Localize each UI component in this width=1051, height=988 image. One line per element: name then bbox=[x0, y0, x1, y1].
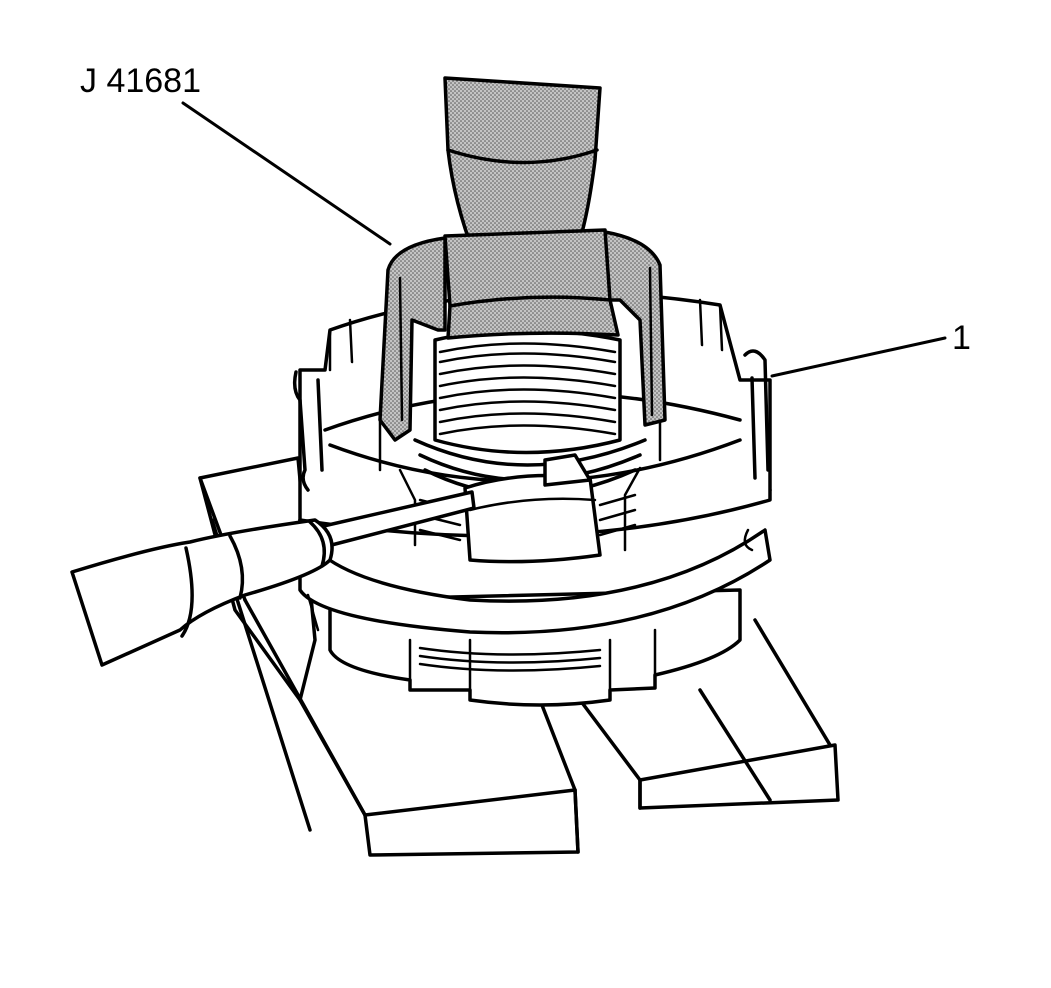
screwdriver bbox=[70, 490, 476, 667]
tool-callout-label: J 41681 bbox=[80, 62, 201, 100]
j41681-tool bbox=[378, 76, 667, 442]
retainer-tab bbox=[463, 453, 602, 564]
tool-leader-line bbox=[181, 101, 392, 246]
callout-leaders bbox=[181, 101, 947, 378]
vise-block bbox=[198, 456, 840, 857]
part-callout-label: 1 bbox=[952, 319, 971, 357]
part-leader-line bbox=[770, 336, 947, 378]
